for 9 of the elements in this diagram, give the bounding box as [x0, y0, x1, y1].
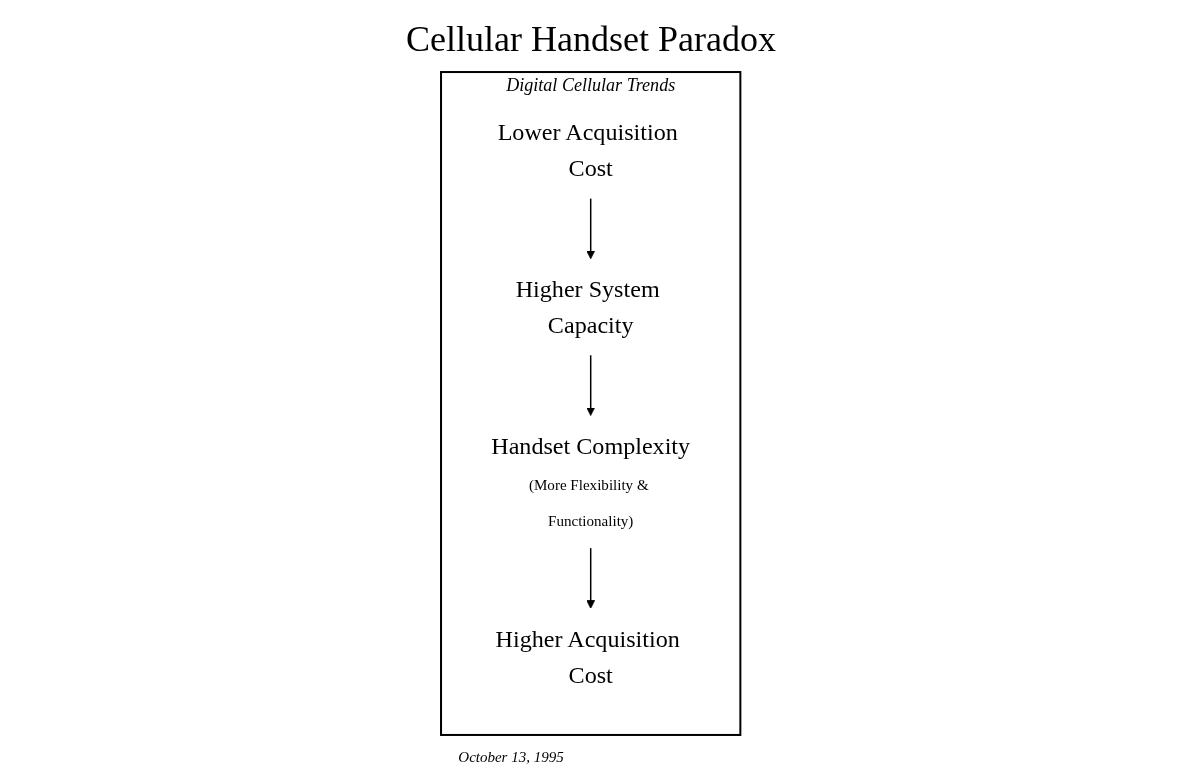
node-text: Higher Acquisition Cost: [495, 625, 681, 688]
node-text: Handset Complexity (More Flexibility & Functionality): [491, 432, 691, 530]
arrow: [586, 354, 596, 416]
node-text: Lower Acquisition Cost: [497, 119, 679, 182]
date-note: October 13, 1995: [458, 749, 564, 766]
diagram-title: Cellular Handset Paradox: [406, 18, 776, 60]
arrow: [586, 547, 596, 609]
arrow: [586, 197, 596, 260]
node-text: Higher System Capacity: [515, 275, 660, 339]
